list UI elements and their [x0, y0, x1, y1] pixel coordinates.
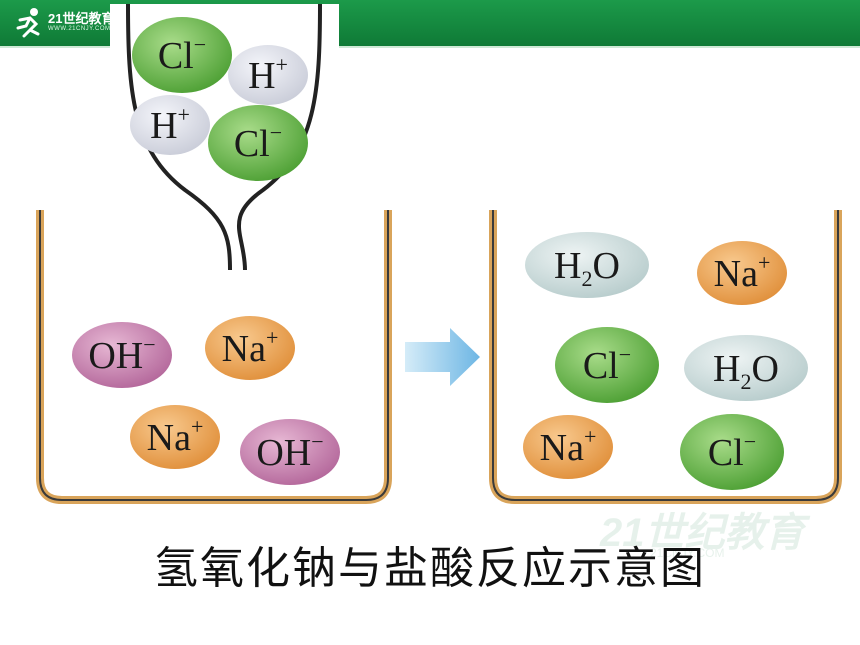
water-ion-ball	[684, 335, 808, 401]
logo-text: 21世纪教育	[48, 11, 115, 26]
logo-subtext: WWW.21CNJY.COM	[48, 26, 111, 32]
sodium-ion-ball	[130, 405, 220, 469]
hydroxide-ion-ball	[240, 419, 340, 485]
hydrogen-ion-ball	[228, 45, 308, 105]
chloride-ion: Cl−	[555, 327, 659, 403]
sodium-ion-ball	[697, 241, 787, 305]
ion-formula: Cl−	[158, 32, 206, 77]
ion-formula: H2O	[554, 245, 620, 291]
ion-formula: OH−	[88, 332, 155, 377]
reaction-arrow	[405, 328, 480, 386]
chloride-ion-ball	[680, 414, 784, 490]
water-ion: H2O	[525, 232, 649, 298]
ion-formula: Cl−	[583, 342, 631, 387]
watermark: 21世纪教育 21CNJY.COM	[560, 500, 820, 570]
ion-formula: H+	[150, 102, 190, 147]
ion-formula: H2O	[713, 348, 779, 394]
water-ion: H2O	[684, 335, 808, 401]
chloride-ion: Cl−	[208, 105, 308, 181]
chloride-ion: Cl−	[132, 17, 232, 93]
chloride-ion: Cl−	[680, 414, 784, 490]
sodium-ion: Na+	[130, 405, 220, 469]
sodium-ion-ball	[205, 316, 295, 380]
sodium-ion-ball	[523, 415, 613, 479]
chloride-ion-ball	[555, 327, 659, 403]
chloride-ion-ball	[132, 17, 232, 93]
ion-formula: Cl−	[234, 120, 282, 165]
header-divider	[0, 46, 860, 48]
watermark-text: 21世纪教育	[600, 511, 805, 555]
ion-formula: Na+	[147, 414, 204, 459]
sodium-ion: Na+	[205, 316, 295, 380]
ion-formula: Na+	[540, 424, 597, 469]
ion-formula: Cl−	[708, 429, 756, 474]
diagram-caption: 氢氧化钠与盐酸反应示意图	[154, 543, 706, 594]
sodium-ion: Na+	[523, 415, 613, 479]
hydroxide-ion: OH−	[72, 322, 172, 388]
sodium-ion: Na+	[697, 241, 787, 305]
ion-formula: H+	[248, 52, 288, 97]
watermark-subtext: 21CNJY.COM	[650, 546, 725, 560]
chloride-ion-ball	[208, 105, 308, 181]
ion-formula: OH−	[256, 429, 323, 474]
ion-formula: Na+	[714, 250, 771, 295]
hydroxide-ion-ball	[72, 322, 172, 388]
site-logo: 21世纪教育 WWW.21CNJY.COM	[14, 6, 134, 40]
water-ion-ball	[525, 232, 649, 298]
funnel-right-wall	[236, 3, 322, 271]
hydrogen-ion-ball	[130, 95, 210, 155]
hydroxide-ion: OH−	[240, 419, 340, 485]
hydrogen-ion: H+	[130, 95, 210, 155]
ion-formula: Na+	[222, 325, 279, 370]
hydrogen-ion: H+	[228, 45, 308, 105]
funnel-left-wall	[126, 3, 232, 271]
runner-icon	[16, 8, 40, 38]
